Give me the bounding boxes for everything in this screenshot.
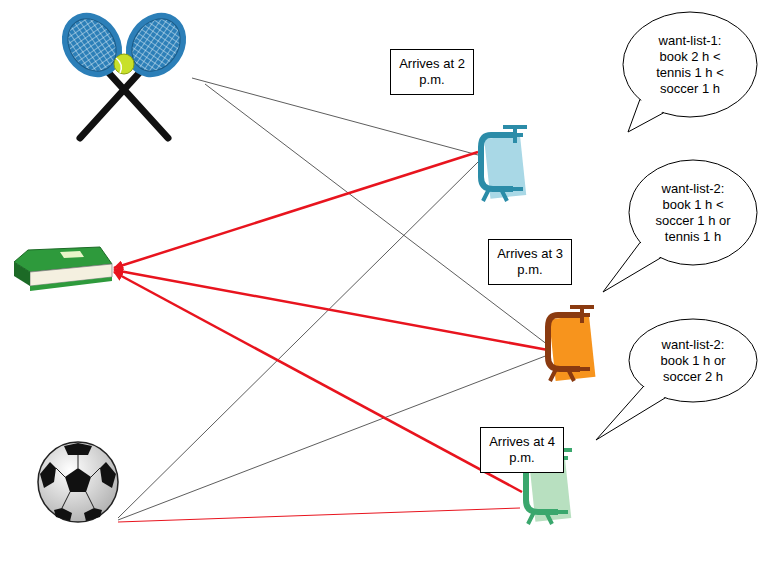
robot-icon (481, 127, 527, 201)
arrival-time: Arrives at 3 p.m. (496, 246, 564, 278)
speech-bubble: want-list-2: book 1 h < soccer 1 h or te… (628, 159, 758, 266)
robot-icon (548, 307, 595, 381)
want-list: want-list-2: book 1 h or soccer 2 h (653, 337, 733, 385)
link-line (205, 84, 548, 345)
tennis-icon (50, 1, 199, 138)
want-list: want-list-2: book 1 h < soccer 1 h or te… (653, 181, 733, 245)
arrival-time: Arrives at 2 p.m. (398, 56, 466, 88)
book-icon (14, 247, 112, 291)
arrival-time: Arrives at 4 p.m. (488, 434, 556, 466)
assign-arrow (114, 272, 522, 492)
soccer-ball-icon (38, 442, 118, 522)
arrival-box: Arrives at 3 p.m. (488, 239, 572, 285)
speech-bubble: want-list-2: book 1 h or soccer 2 h (628, 318, 758, 403)
assign-line (118, 508, 520, 522)
assign-arrow (114, 270, 548, 350)
arrival-box: Arrives at 2 p.m. (390, 49, 474, 95)
assign-arrow (114, 152, 478, 268)
link-line (118, 162, 478, 518)
speech-bubble: want-list-1: book 2 h < tennis 1 h < soc… (622, 11, 758, 118)
arrival-box: Arrives at 4 p.m. (480, 427, 564, 473)
want-list: want-list-1: book 2 h < tennis 1 h < soc… (648, 33, 732, 97)
